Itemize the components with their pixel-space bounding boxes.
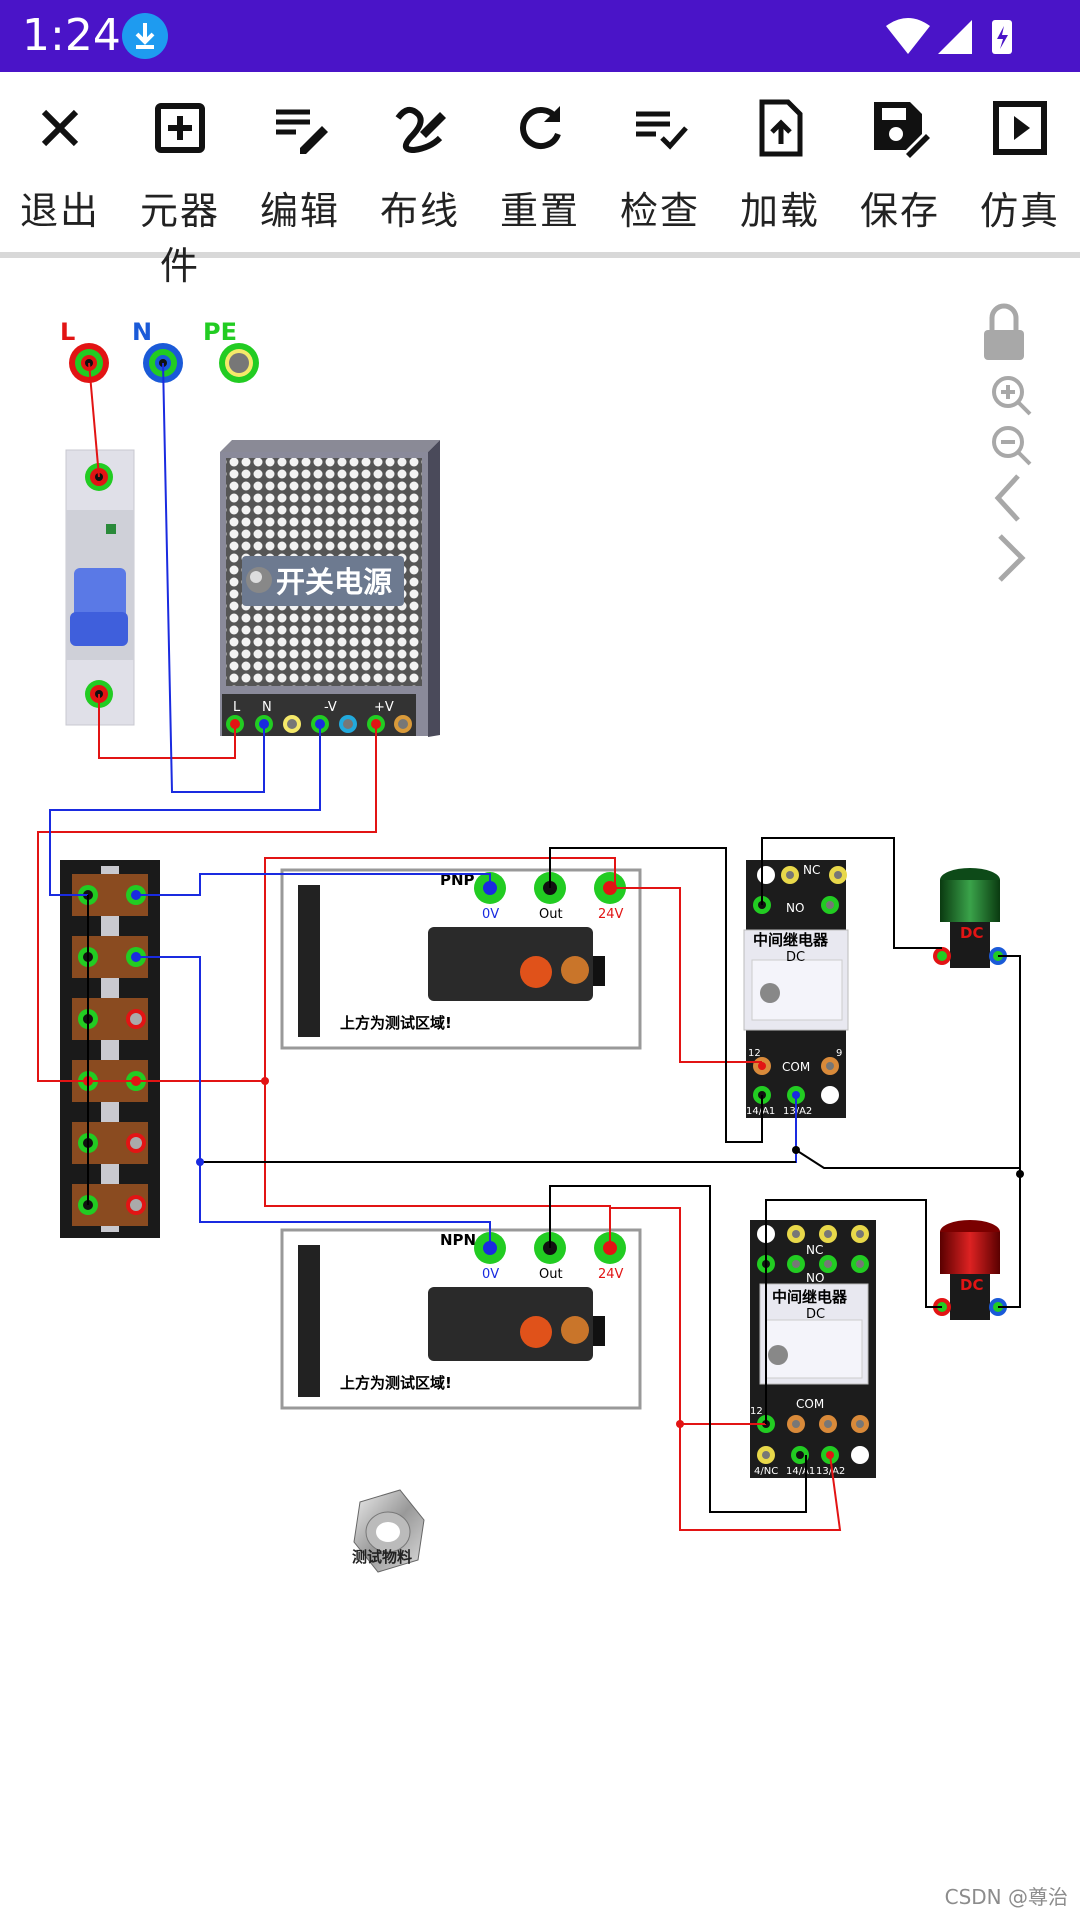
- check-label: 检查: [619, 189, 700, 233]
- svg-text:24V: 24V: [598, 1267, 624, 1282]
- simulate-button[interactable]: 仿真: [965, 92, 1075, 242]
- play-box-icon: [993, 101, 1047, 155]
- exit-label: 退出: [19, 189, 100, 233]
- wifi-icon: [886, 18, 930, 54]
- components-button[interactable]: 元器件: [125, 92, 235, 288]
- status-time: 1:24: [22, 10, 121, 61]
- sensor-npn[interactable]: NPN 0V Out 24V 上方为测试区域!: [280, 1228, 642, 1410]
- checklist-icon: [636, 111, 688, 150]
- add-box-icon: [155, 103, 205, 153]
- svg-text:-V: -V: [324, 700, 337, 715]
- lamp-red[interactable]: DC: [933, 1220, 1007, 1320]
- sensor-pnp[interactable]: PNP 0V Out 24V 上方为测试区域!: [280, 868, 642, 1050]
- refresh-icon: [520, 106, 561, 149]
- edit-list-icon: [276, 109, 328, 154]
- wiring-button[interactable]: 布线: [365, 92, 475, 242]
- toolbar: 退出 元器件 编辑 布线 重置 检查 加载 保存 仿真: [0, 72, 1080, 288]
- svg-text:中间继电器: 中间继电器: [753, 931, 829, 949]
- upload-file-icon: [759, 99, 803, 157]
- reset-button[interactable]: 重置: [485, 92, 595, 242]
- svg-text:13/A2: 13/A2: [816, 1466, 845, 1477]
- wires-black: [87, 837, 1021, 1513]
- svg-text:N: N: [262, 700, 272, 715]
- lamp-green[interactable]: DC: [933, 868, 1007, 968]
- edit-label: 编辑: [259, 189, 340, 233]
- terminal-pe[interactable]: [219, 343, 259, 383]
- power-supply-title: 开关电源: [276, 565, 392, 599]
- svg-text:13/A2: 13/A2: [783, 1106, 812, 1117]
- wiring-label: 布线: [379, 189, 460, 233]
- components-label: 元器件: [139, 189, 220, 288]
- svg-text:0V: 0V: [482, 1267, 499, 1282]
- system-status-icons: [886, 18, 1012, 54]
- save-button[interactable]: 保存: [845, 92, 955, 242]
- download-icon: [122, 13, 168, 59]
- edit-button[interactable]: 编辑: [245, 92, 355, 242]
- simulate-label: 仿真: [979, 189, 1060, 233]
- check-button[interactable]: 检查: [605, 92, 715, 242]
- circuit-canvas[interactable]: L N PE 开关电源 L N -V +V: [0, 258, 1080, 1920]
- load-label: 加载: [739, 189, 820, 233]
- close-icon: [41, 109, 79, 147]
- zoom-in-icon[interactable]: [992, 376, 1032, 416]
- svg-text:9: 9: [836, 1048, 842, 1059]
- svg-text:L: L: [233, 700, 241, 715]
- exit-button[interactable]: 退出: [5, 92, 115, 242]
- side-controls: [984, 303, 1032, 582]
- sensor-npn-note: 上方为测试区域!: [340, 1374, 452, 1392]
- reset-label: 重置: [499, 189, 580, 233]
- sensor-npn-type: NPN: [440, 1231, 476, 1249]
- svg-text:DC: DC: [806, 1307, 825, 1322]
- svg-text:NO: NO: [806, 1271, 824, 1285]
- chevron-right-icon[interactable]: [998, 534, 1026, 582]
- relay-2[interactable]: 中间继电器 DC NC NO COM 12 4/NC 14/A1 13/A2: [750, 1220, 876, 1478]
- svg-text:+V: +V: [374, 700, 394, 715]
- load-button[interactable]: 加载: [725, 92, 835, 242]
- svg-text:NC: NC: [803, 863, 820, 877]
- save-as-icon: [874, 102, 930, 158]
- test-material[interactable]: 测试物料: [352, 1489, 425, 1573]
- relay-1[interactable]: 中间继电器 DC NC NO COM 12 9 14/A1 13/A2: [743, 860, 849, 1118]
- label-pe: PE: [203, 318, 237, 346]
- terminal-block[interactable]: [60, 860, 160, 1238]
- switching-power-supply[interactable]: 开关电源 L N -V +V: [220, 440, 440, 737]
- circuit-breaker[interactable]: [65, 449, 135, 726]
- svg-text:12: 12: [748, 1048, 761, 1059]
- svg-text:DC: DC: [786, 950, 805, 965]
- label-n: N: [132, 318, 152, 346]
- svg-text:24V: 24V: [598, 907, 624, 922]
- svg-text:中间继电器: 中间继电器: [772, 1288, 848, 1306]
- svg-text:0V: 0V: [482, 907, 499, 922]
- lock-icon[interactable]: [984, 303, 1024, 360]
- draw-icon: [395, 106, 446, 154]
- signal-icon: [938, 20, 972, 54]
- label-l: L: [60, 318, 75, 346]
- status-bar: 1:24: [0, 0, 1080, 72]
- svg-text:DC: DC: [960, 1276, 983, 1294]
- wires-red: [37, 362, 842, 1531]
- svg-text:12: 12: [750, 1406, 763, 1417]
- watermark: CSDN @尊治: [944, 1885, 1068, 1909]
- svg-text:NO: NO: [786, 901, 804, 915]
- svg-text:DC: DC: [960, 924, 983, 942]
- svg-text:NC: NC: [806, 1243, 823, 1257]
- zoom-out-icon[interactable]: [992, 426, 1032, 466]
- svg-text:14/A1: 14/A1: [786, 1466, 815, 1477]
- sensor-pnp-note: 上方为测试区域!: [340, 1014, 452, 1032]
- svg-text:COM: COM: [782, 1060, 810, 1074]
- svg-text:COM: COM: [796, 1397, 824, 1411]
- save-label: 保存: [859, 189, 940, 233]
- svg-text:Out: Out: [539, 907, 563, 922]
- chevron-left-icon[interactable]: [994, 474, 1020, 522]
- svg-text:测试物料: 测试物料: [352, 1548, 412, 1566]
- svg-text:4/NC: 4/NC: [754, 1466, 778, 1477]
- svg-text:14/A1: 14/A1: [746, 1106, 775, 1117]
- svg-text:Out: Out: [539, 1267, 563, 1282]
- sensor-pnp-type: PNP: [440, 871, 475, 889]
